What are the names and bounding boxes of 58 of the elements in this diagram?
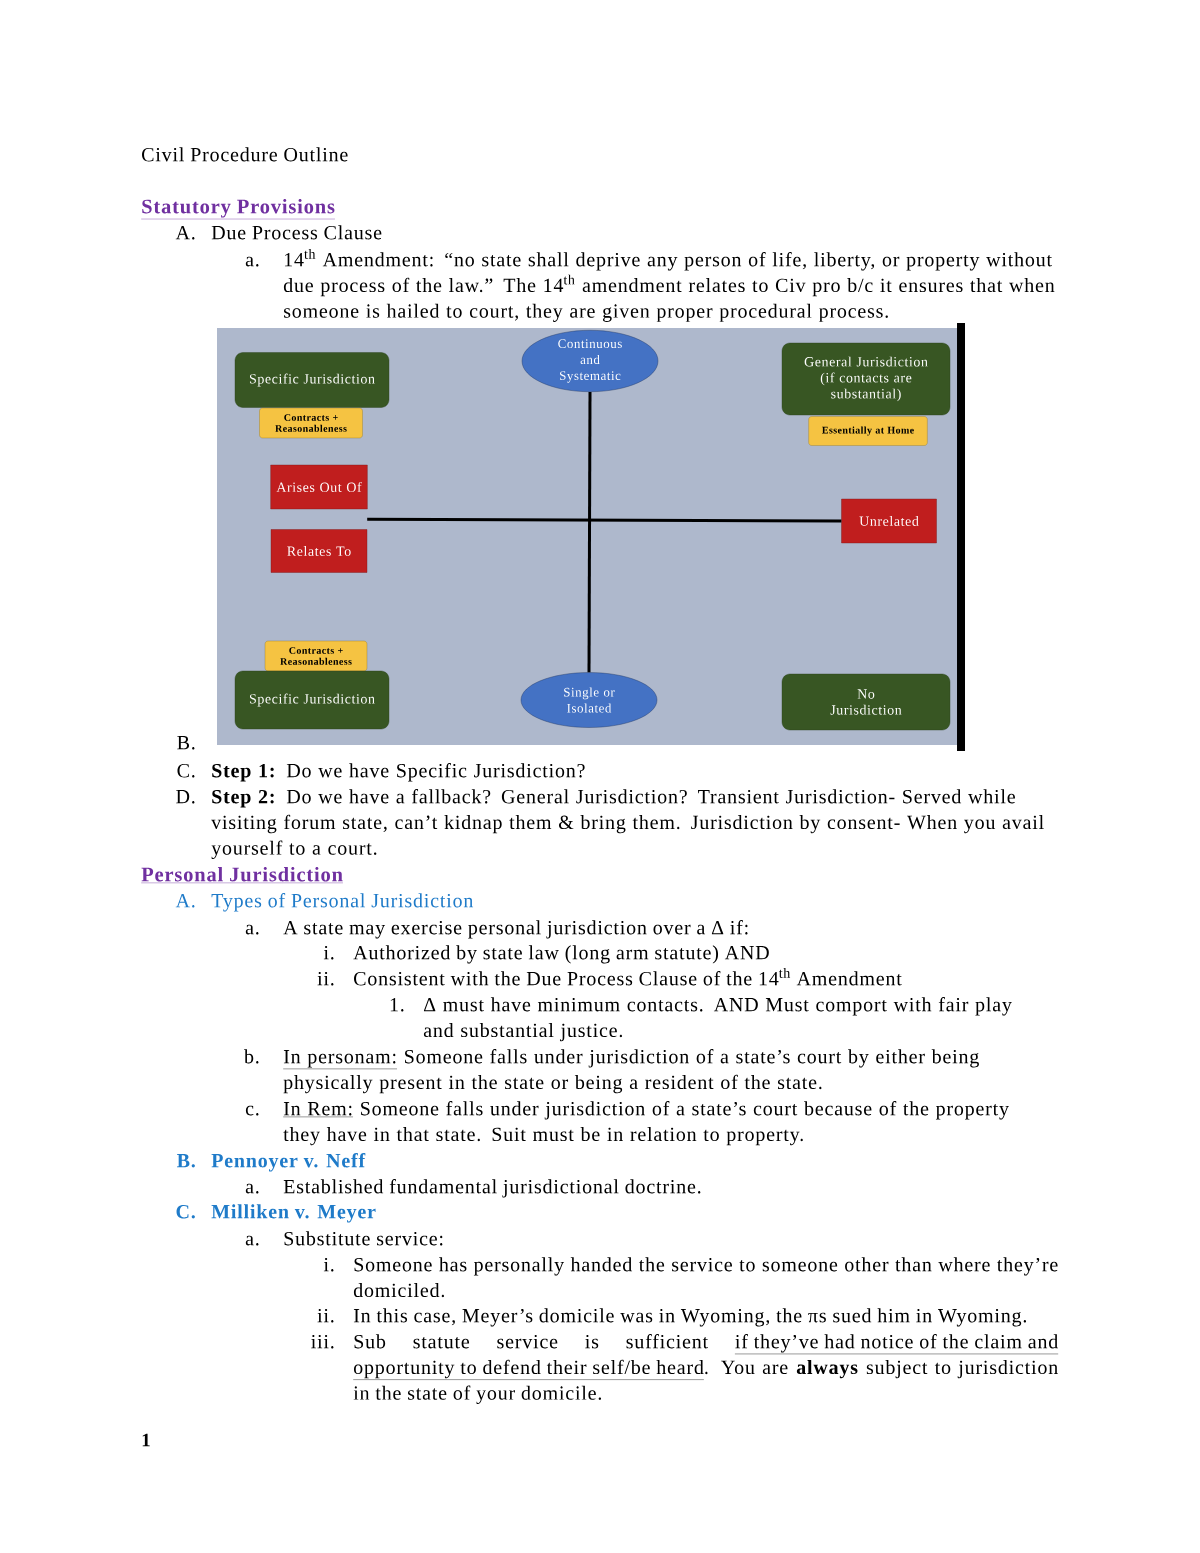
connector-line — [367, 517, 842, 523]
page-title: Civil Procedure Outline — [142, 147, 348, 162]
label: . You are always subject to jurisdiction — [705, 1360, 1058, 1379]
list-text: Δ must have minimum contacts. AND Must comport with fair play and substantial justice. — [423, 997, 1012, 1042]
list-text: In personam: Someone falls under jurisdiction of a state’s court by either being physically present in the state or being a resident of the state. — [283, 1049, 979, 1094]
jurisdiction-box: Specific Jurisdiction — [234, 670, 390, 730]
list-marker: iii. — [311, 1334, 334, 1349]
list-text: A state may exercise personal jurisdiction over a Δ if: — [283, 920, 748, 939]
list-marker: B. — [177, 736, 195, 750]
list-marker: ii. — [317, 1308, 334, 1323]
label: opportunity to defend their self/be heard — [353, 1359, 704, 1379]
list-text: Consistent with the Due Process Clause of the 14$^{th}$ Amendment — [354, 967, 902, 986]
list-marker: ii. — [317, 971, 334, 986]
list-marker: B. — [177, 1154, 195, 1168]
list-marker: A. — [175, 894, 195, 908]
list-text: Step 2: Do we have a fallback? General Jurisdiction? Transient Jurisdiction- Served while visiting forum state, can’t kidnap them & bring them. Jurisdiction by consent- When you avail yourself to a court. — [211, 789, 1044, 859]
list-marker: D. — [176, 790, 195, 804]
list-marker: C. — [177, 763, 195, 778]
list-marker: 1. — [390, 998, 404, 1012]
label: Sub statute service is sufficient — [354, 1334, 708, 1349]
relation-box: Relates To — [270, 529, 368, 573]
tag-box: Contracts + Reasonableness — [259, 407, 363, 439]
list-text: In Rem: Someone falls under jurisdiction of a state’s court because of the property they have in that state. Suit must be in relation to property. — [283, 1101, 1009, 1146]
tag-box: Essentially at Home — [808, 416, 928, 446]
section-heading: Personal Jurisdiction — [141, 867, 344, 884]
subsection-heading: Types of Personal Jurisdiction — [211, 893, 474, 912]
jurisdiction-box: No Jurisdiction — [781, 673, 951, 731]
tag-box: Contracts + Reasonableness — [264, 640, 368, 672]
list-text: In this case, Meyer’s domicile was in Wyoming, the πs sued him in Wyoming. — [353, 1308, 1027, 1327]
subsection-heading: Pennoyer v. Neff — [211, 1153, 366, 1172]
list-marker: a. — [245, 256, 259, 267]
list-text: Authorized by state law (long arm statute) AND — [353, 945, 769, 964]
list-marker: C. — [176, 1204, 195, 1219]
label: in the state of your domicile. — [353, 1385, 602, 1404]
section-heading: Statutory Provisions — [141, 198, 336, 220]
label: if they’ve had notice of the claim and — [735, 1334, 1059, 1353]
list-text: Sub statute service is sufficient if they’ve had notice of the claim and opportunity to defend their self/be heard. You are always subject to jurisdiction in the state of your domicile. — [353, 1334, 1059, 1404]
list-text: Established fundamental jurisdictional doctrine. — [283, 1179, 701, 1198]
jurisdiction-box: Specific Jurisdiction — [234, 352, 390, 408]
list-marker: a. — [245, 1235, 259, 1246]
list-marker: i. — [323, 945, 334, 960]
page-number: 1 — [142, 1433, 150, 1447]
list-marker: A. — [175, 226, 195, 240]
list-text: Due Process Clause — [211, 225, 382, 240]
relation-box: Arises Out Of — [270, 464, 368, 510]
list-text: Substitute service: — [284, 1231, 443, 1246]
list-text: Someone has personally handed the service to someone other than where they’re domiciled. — [353, 1257, 1058, 1298]
jurisdiction-box: General Jurisdiction (if contacts are substantial) — [781, 342, 951, 416]
list-text: Step 1: Do we have Specific Jurisdiction? — [212, 763, 585, 782]
list-marker: c. — [245, 1105, 259, 1116]
list-marker: a. — [245, 1183, 259, 1194]
connector-line — [587, 391, 592, 673]
list-marker: b. — [244, 1049, 259, 1064]
list-marker: i. — [323, 1257, 334, 1272]
list-marker: a. — [245, 924, 259, 935]
subsection-heading: Milliken v. Meyer — [211, 1204, 376, 1223]
list-text: 14$^{th}$ Amendment: “no state shall deprive any person of life, liberty, or property without due process of the law.” The 14$^{th}$ amendment relates to Civ pro b/c it ensures that when someone is hailed to court, they are given proper procedural process. — [283, 248, 1055, 322]
relation-box: Unrelated — [841, 498, 937, 544]
